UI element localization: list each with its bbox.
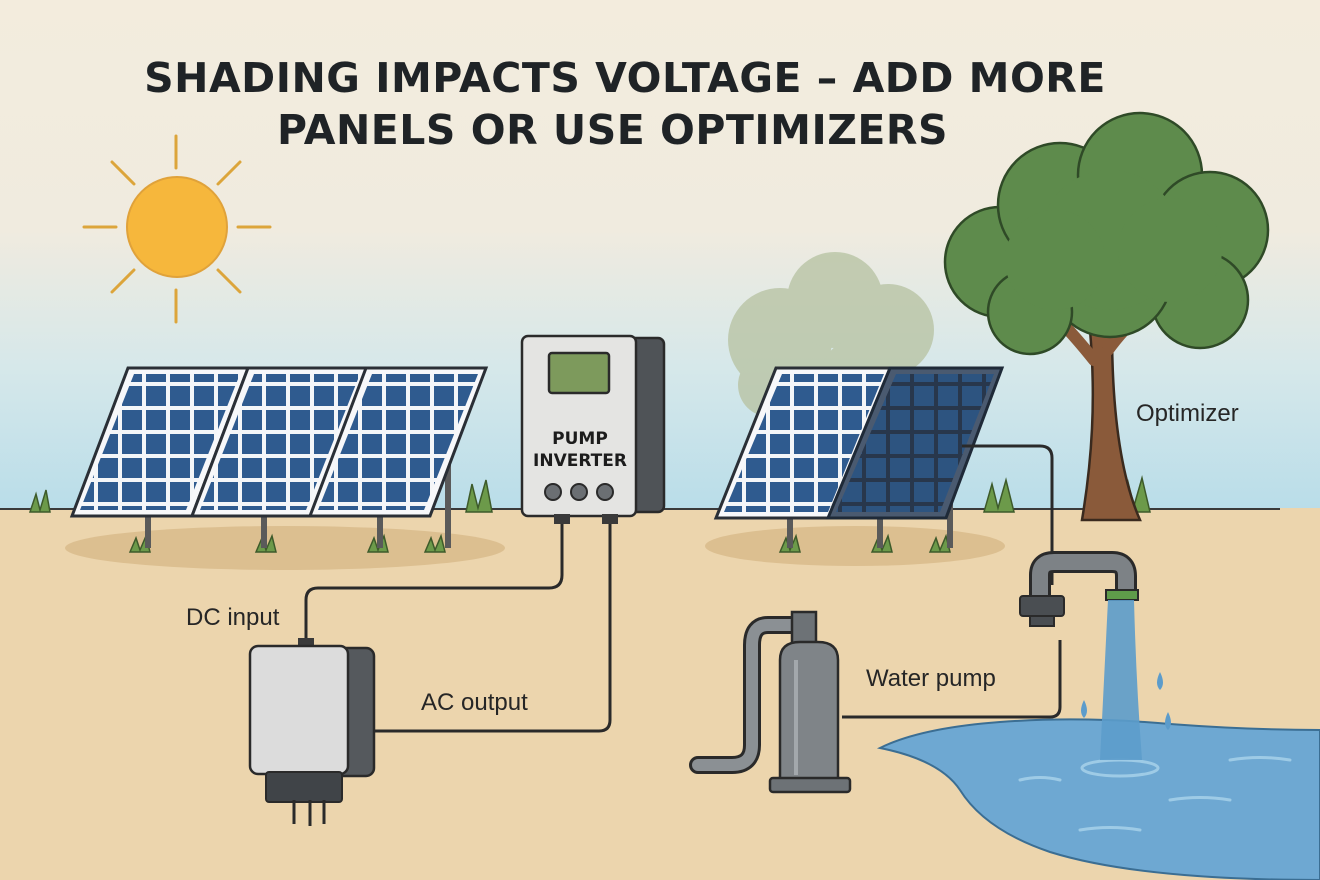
solar-panel-left-3 — [307, 366, 489, 548]
water-pump-icon — [689, 610, 852, 794]
inverter-label-line-1: PUMP — [552, 429, 608, 449]
sun-icon — [82, 134, 272, 324]
tree-icon — [943, 111, 1270, 522]
solar-panel-right-shaded — [825, 366, 1005, 548]
pump-inverter-icon: PUMP INVERTER — [520, 334, 666, 524]
faucet-pipe-icon — [1019, 551, 1139, 627]
water-pump-label: Water pump — [866, 665, 996, 692]
ac-output-label: AC output — [421, 689, 528, 716]
water-stream — [1100, 600, 1142, 760]
dc-input-label: DC input — [186, 604, 280, 631]
solar-panel-left-1 — [69, 366, 251, 548]
optimizer-box-icon — [248, 638, 376, 826]
ground-shadow-left — [65, 526, 505, 570]
page-title-line-1: SHADING IMPACTS VOLTAGE – ADD MORE — [144, 54, 1106, 102]
page-title-line-2: PANELS OR USE OPTIMIZERS — [276, 106, 949, 154]
inverter-label-line-2: INVERTER — [533, 451, 627, 471]
ground-shadow-right — [705, 526, 1005, 566]
wiring — [304, 444, 1062, 733]
pond-icon — [876, 600, 1320, 880]
optimizer-label: Optimizer — [1136, 400, 1239, 427]
